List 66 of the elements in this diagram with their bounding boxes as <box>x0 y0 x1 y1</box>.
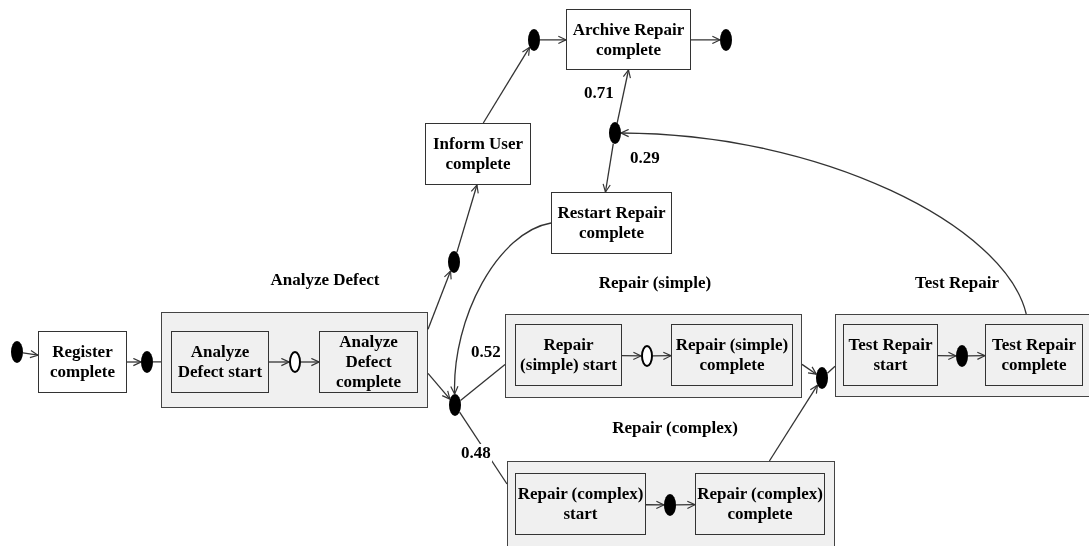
connector-line <box>152 361 162 363</box>
event-dot <box>956 345 968 367</box>
arrow <box>427 372 451 400</box>
event-circle <box>641 345 653 367</box>
activity-box <box>695 473 825 535</box>
arrow <box>427 270 452 330</box>
activity-label: Test Repair start <box>847 335 934 375</box>
activity-label: Repair (complex) start <box>516 484 645 524</box>
probability-label: 0.48 <box>460 444 492 462</box>
arrow <box>539 35 567 45</box>
activity-label: Archive Repair complete <box>571 19 686 60</box>
arrow <box>652 351 672 360</box>
activity-box <box>425 123 531 185</box>
activity-box <box>515 324 622 386</box>
activity-box <box>566 9 691 70</box>
activity-label: Register complete <box>48 342 117 382</box>
connector-line <box>459 363 506 402</box>
activity-box <box>171 331 269 393</box>
group-heading: Repair (simple) <box>597 273 713 293</box>
arrow <box>268 357 290 367</box>
activity-label: Repair (complex) complete <box>696 484 824 524</box>
activity-box <box>671 324 793 386</box>
arrow <box>482 46 531 124</box>
activity-label: Analyze Defect complete <box>334 332 403 392</box>
arrow <box>602 142 614 193</box>
activity-box <box>515 473 646 535</box>
arrow <box>690 35 721 45</box>
activity-label: Test Repair complete <box>991 335 1077 375</box>
arrow <box>675 500 696 509</box>
event-dot <box>528 29 540 51</box>
arrow <box>126 357 142 367</box>
arrow <box>22 349 39 359</box>
arrow <box>937 351 957 360</box>
event-dot <box>448 251 460 273</box>
group-heading: Test Repair <box>914 273 1000 293</box>
arrow <box>450 222 552 395</box>
arrow <box>801 363 817 375</box>
event-dot <box>720 29 732 51</box>
arrow <box>456 184 479 253</box>
event-dot <box>11 341 23 363</box>
activity-label: Analyze Defect start <box>176 342 264 382</box>
event-dot <box>449 394 461 416</box>
activity-label: Inform User complete <box>431 134 525 174</box>
activity-box <box>319 331 418 393</box>
activity-box <box>38 331 127 393</box>
arrow <box>621 351 642 360</box>
activity-box <box>551 192 672 254</box>
activity-box <box>843 324 938 386</box>
arrow <box>645 500 665 510</box>
event-dot <box>816 367 828 389</box>
group-heading: Repair (complex) <box>611 418 739 438</box>
activity-box <box>985 324 1083 386</box>
event-circle <box>289 351 301 373</box>
activity-label: Repair (simple) complete <box>674 335 790 375</box>
activity-label: Restart Repair complete <box>556 203 667 243</box>
arrow <box>967 351 986 360</box>
event-dot <box>141 351 153 373</box>
activity-label: Repair (simple) start <box>519 335 618 375</box>
group-heading: Analyze Defect <box>269 270 381 290</box>
arrow <box>768 384 819 462</box>
event-dot <box>664 494 676 516</box>
arrow <box>620 129 1027 315</box>
arrow <box>616 69 631 124</box>
arrow <box>300 357 320 367</box>
connector-line <box>826 365 836 374</box>
event-dot <box>609 122 621 144</box>
